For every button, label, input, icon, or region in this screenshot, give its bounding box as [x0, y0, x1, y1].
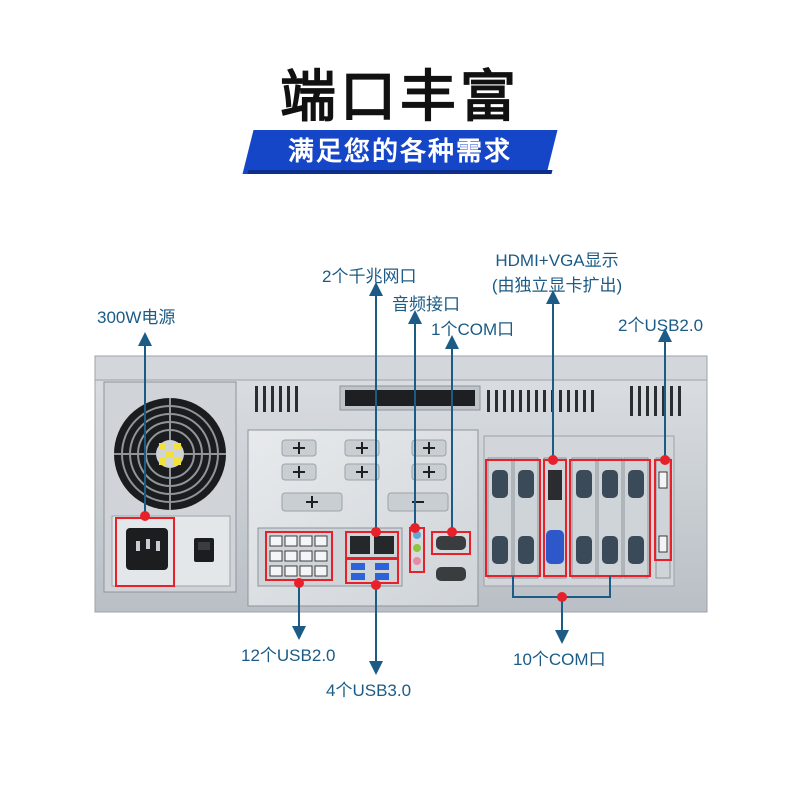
arrow-icon	[138, 282, 672, 675]
label-usb3: 4个USB3.0	[326, 681, 412, 700]
label-display-line2: (由独立显卡扩出)	[491, 276, 623, 295]
power-supply	[103, 381, 237, 593]
label-power: 300W电源	[97, 308, 176, 327]
subtitle-banner: 满足您的各种需求	[242, 130, 558, 174]
label-usb2-back: 12个USB2.0	[241, 646, 336, 665]
power-socket-icon	[126, 528, 168, 570]
fan-icon	[114, 398, 226, 510]
label-audio: 音频接口	[392, 295, 460, 314]
io-plate	[247, 429, 479, 607]
label-com10: 10个COM口	[513, 650, 606, 669]
label-lan: 2个千兆网口	[322, 267, 417, 286]
subtitle: 满足您的各种需求	[287, 137, 512, 167]
callout-dots	[140, 455, 670, 602]
label-usb2-side: 2个USB2.0	[618, 316, 704, 335]
label-com1: 1个COM口	[431, 320, 515, 339]
page-title: 端口丰富	[280, 65, 520, 130]
power-switch-icon	[194, 538, 214, 562]
expansion-slots	[483, 435, 675, 587]
label-display-line1: HDMI+VGA显示	[495, 251, 619, 270]
callout-lines	[144, 292, 666, 665]
